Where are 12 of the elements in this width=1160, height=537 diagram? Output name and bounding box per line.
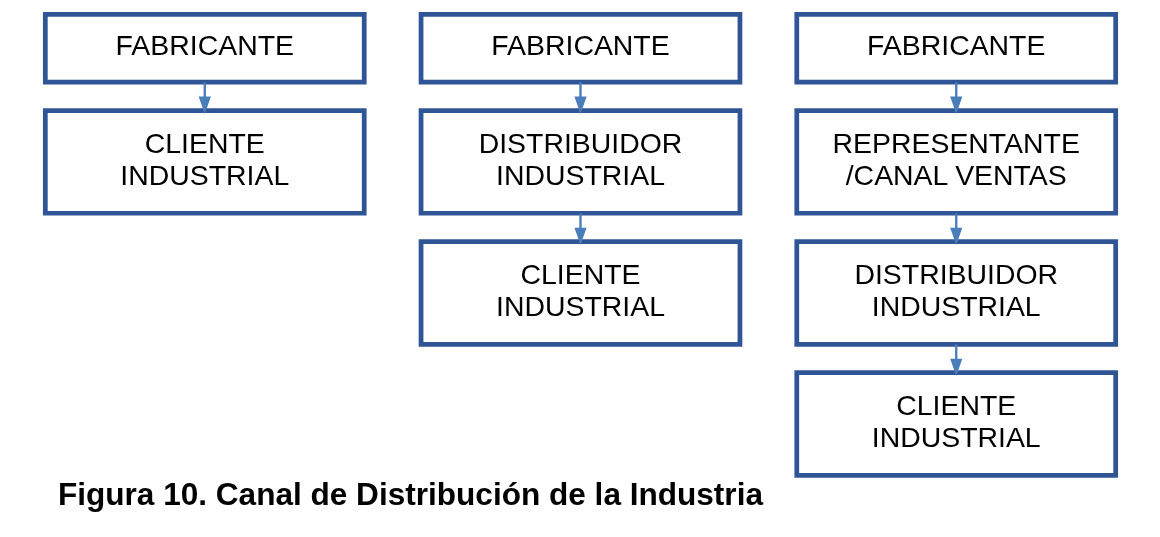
node-box: FABRICANTE [418, 11, 742, 85]
node-box: DISTRIBUIDOR INDUSTRIAL [793, 239, 1118, 347]
node-box: CLIENTE INDUSTRIAL [42, 108, 367, 216]
caption: Figura 10. Canal de Distribución de la Industria [57, 476, 763, 513]
node-box: CLIENTE INDUSTRIAL [793, 370, 1118, 478]
arrow [573, 213, 587, 246]
node-box: FABRICANTE [793, 11, 1118, 85]
node-box: FABRICANTE [42, 11, 367, 85]
node-box: DISTRIBUIDOR INDUSTRIAL [418, 108, 742, 216]
node-box: CLIENTE INDUSTRIAL [418, 239, 742, 347]
arrow [573, 82, 587, 114]
node-box: REPRESENTANTE /CANAL VENTAS [793, 108, 1118, 216]
